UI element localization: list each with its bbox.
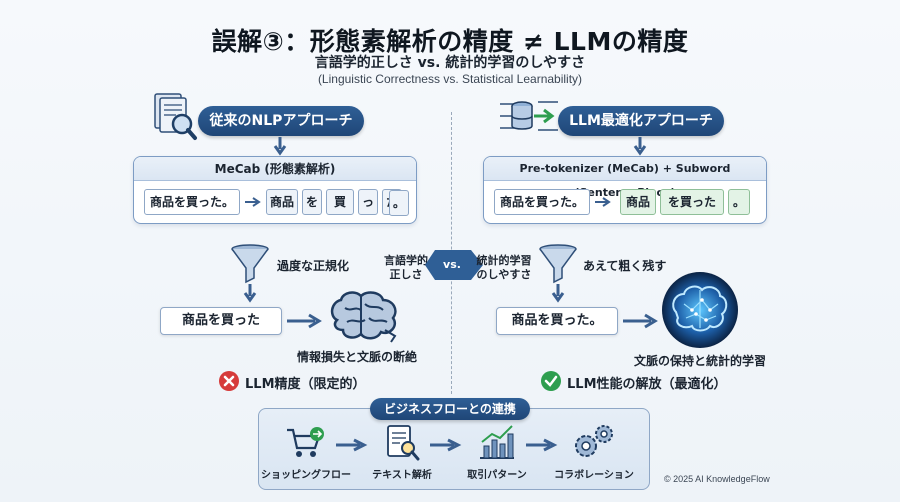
funnel-icon: [231, 244, 269, 284]
mecab-card-body: 商品を買った。 商品 を 買 っ た 。: [134, 181, 416, 223]
right-verdict: LLM性能の解放（最適化）: [567, 377, 727, 392]
business-step-label: ショッピングフロー: [261, 470, 351, 481]
center-right-label-1: 統計的学習: [476, 254, 532, 267]
left-verdict: LLM精度（限定的）: [245, 377, 366, 392]
business-flow-pill: ビジネスフローとの連携: [370, 398, 530, 420]
mecab-card: MeCab (形態素解析) 商品を買った。 商品 を 買 っ た 。: [133, 156, 417, 224]
right-approach-pill: LLM最適化アプローチ: [558, 106, 724, 136]
copyright: © 2025 AI KnowledgeFlow: [664, 474, 770, 484]
right-token: 商品: [620, 189, 656, 215]
business-step-label: テキスト解析: [372, 470, 432, 481]
funnel-icon: [539, 244, 577, 284]
bar-chart-icon: [480, 425, 514, 459]
right-token: を買った: [660, 189, 724, 215]
left-output-arrow: [287, 313, 322, 329]
database-flow-icon: [500, 101, 558, 131]
fragmented-brain-icon: [330, 291, 397, 343]
left-arrow-down-1: [273, 137, 287, 156]
gears-icon: [575, 425, 613, 457]
left-arrow-down-2: [243, 284, 257, 303]
center-left-label-2: 正しさ: [389, 268, 423, 281]
pretokenizer-card: Pre-tokenizer (MeCab) + Subword (Sentenc…: [483, 156, 767, 224]
left-token: っ: [358, 189, 378, 215]
document-search-icon: [154, 93, 197, 140]
left-result-caption: 情報損失と文脈の断絶: [297, 350, 418, 364]
page-subtitle-english: (Linguistic Correctness vs. Statistical …: [317, 72, 583, 86]
flow-arrow-icon: [526, 438, 558, 452]
center-left-label-1: 言語学的: [384, 254, 428, 267]
left-filter-label: 過度な正規化: [277, 259, 350, 273]
right-output-arrow: [623, 313, 658, 329]
center-right-label-2: のしやすさ: [476, 268, 532, 281]
right-arrow-down-1: [633, 137, 647, 156]
left-token: を: [302, 189, 322, 215]
right-token: 。: [728, 189, 750, 215]
flow-arrow-icon: [430, 438, 462, 452]
cross-icon: [219, 371, 239, 391]
vs-badge: [425, 250, 483, 280]
page-title: 誤解③：形態素解析の精度 ≠ LLMの精度: [211, 27, 689, 56]
business-step-label: コラボレーション: [554, 470, 634, 481]
vs-label: vs.: [443, 258, 461, 271]
right-filter-label: あえて粗く残す: [583, 259, 667, 273]
business-step-label: 取引パターン: [467, 470, 527, 481]
flow-arrow-icon: [336, 438, 368, 452]
shopping-cart-icon: [287, 427, 324, 457]
left-token-period: 。: [389, 190, 409, 216]
left-output-box: 商品を買った: [160, 307, 282, 335]
left-input-text: 商品を買った。: [144, 189, 240, 215]
left-approach-pill: 従来のNLPアプローチ: [198, 106, 364, 136]
page-subtitle: 言語学的正しさ vs. 統計的学習のしやすさ: [314, 55, 586, 71]
right-input-text: 商品を買った。: [494, 189, 590, 215]
left-token: 買: [326, 189, 354, 215]
left-token: 商品: [266, 189, 298, 215]
glowing-brain-icon: [662, 272, 738, 348]
right-token-arrow: [595, 197, 611, 207]
check-icon: [541, 371, 561, 391]
document-search-icon: [387, 425, 420, 461]
right-arrow-down-2: [551, 284, 565, 303]
pretokenizer-card-title: Pre-tokenizer (MeCab) + Subword (Sentenc…: [484, 157, 766, 199]
right-output-box: 商品を買った。: [496, 307, 618, 335]
right-result-caption: 文脈の保持と統計的学習: [634, 354, 767, 368]
pretokenizer-card-body: 商品を買った。 商品 を買った 。: [484, 181, 766, 223]
left-token-arrow: [245, 197, 261, 207]
mecab-card-title: MeCab (形態素解析): [134, 157, 416, 181]
